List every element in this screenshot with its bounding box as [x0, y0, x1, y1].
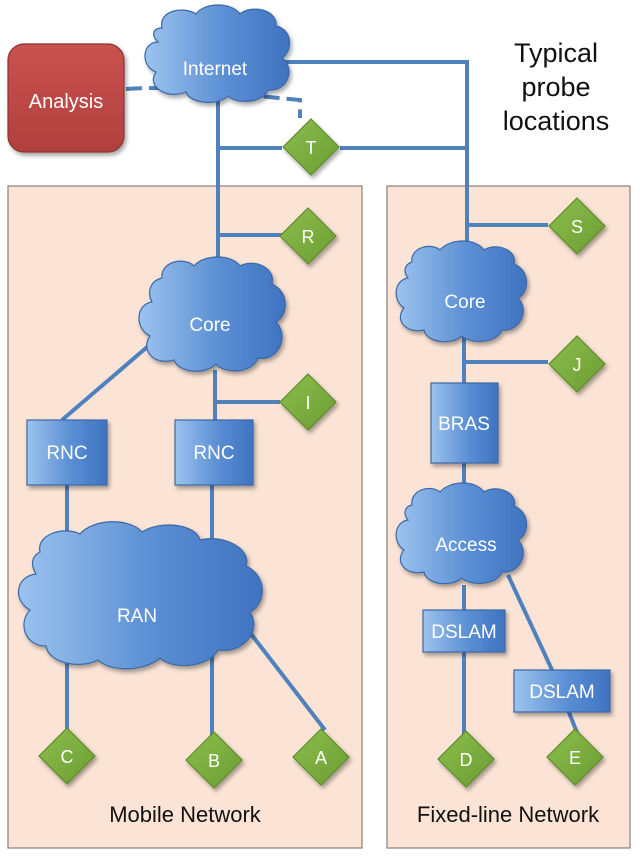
- rnc-right-label: RNC: [193, 443, 234, 464]
- probe-e-diamond[interactable]: [546, 728, 604, 786]
- internet-cloud: [144, 4, 291, 103]
- probe-b-label: B: [208, 751, 220, 771]
- probe-s-diamond[interactable]: [548, 197, 606, 255]
- dslam2-box[interactable]: [513, 669, 611, 713]
- probe-t-diamond[interactable]: [282, 118, 340, 176]
- analysis-label: Analysis: [29, 91, 103, 113]
- probe-j-diamond[interactable]: [548, 335, 606, 393]
- probe-e-label: E: [569, 748, 581, 768]
- bras-box[interactable]: [430, 382, 499, 464]
- title-line-3: locations: [503, 106, 610, 136]
- title-line-2: probe: [521, 72, 590, 102]
- probe-d-label: D: [460, 750, 473, 770]
- internet-label: Internet: [183, 59, 248, 80]
- access-label: Access: [435, 535, 496, 556]
- probe-s-label: S: [571, 217, 583, 237]
- rnc-left-label: RNC: [46, 443, 87, 464]
- probe-a-label: A: [315, 748, 327, 768]
- probes: T R I S J C B A D E: [38, 118, 606, 789]
- dslam2-label: DSLAM: [529, 682, 594, 703]
- probe-a-diamond[interactable]: [292, 728, 350, 786]
- bras-label: BRAS: [438, 414, 490, 435]
- access-cloud: [395, 482, 528, 585]
- fixed-core-cloud: [395, 240, 528, 343]
- probe-t-label: T: [306, 138, 317, 158]
- ran-label: RAN: [117, 606, 157, 627]
- dslam1-label: DSLAM: [431, 622, 496, 643]
- probe-i-diamond[interactable]: [279, 373, 337, 431]
- analysis-box[interactable]: [7, 43, 125, 153]
- probe-i-label: I: [305, 393, 310, 413]
- probe-b-diamond[interactable]: [185, 731, 243, 789]
- probe-r-diamond[interactable]: [279, 207, 337, 265]
- probe-r-label: R: [302, 227, 315, 247]
- probe-c-diamond[interactable]: [38, 727, 96, 785]
- probe-j-label: J: [573, 355, 582, 375]
- mobile-core-cloud: [138, 256, 286, 372]
- probe-c-label: C: [61, 747, 74, 767]
- rnc-left-box[interactable]: [26, 419, 108, 486]
- ran-cloud: [17, 521, 263, 670]
- mobile-network-label: Mobile Network: [109, 802, 262, 827]
- rnc-right-box[interactable]: [174, 419, 254, 486]
- probe-d-diamond[interactable]: [437, 730, 495, 788]
- mobile-core-label: Core: [189, 315, 230, 336]
- title-line-1: Typical: [514, 38, 598, 68]
- fixed-network-label: Fixed-line Network: [417, 802, 600, 827]
- fixed-core-label: Core: [444, 292, 485, 313]
- dslam1-box[interactable]: [422, 609, 506, 653]
